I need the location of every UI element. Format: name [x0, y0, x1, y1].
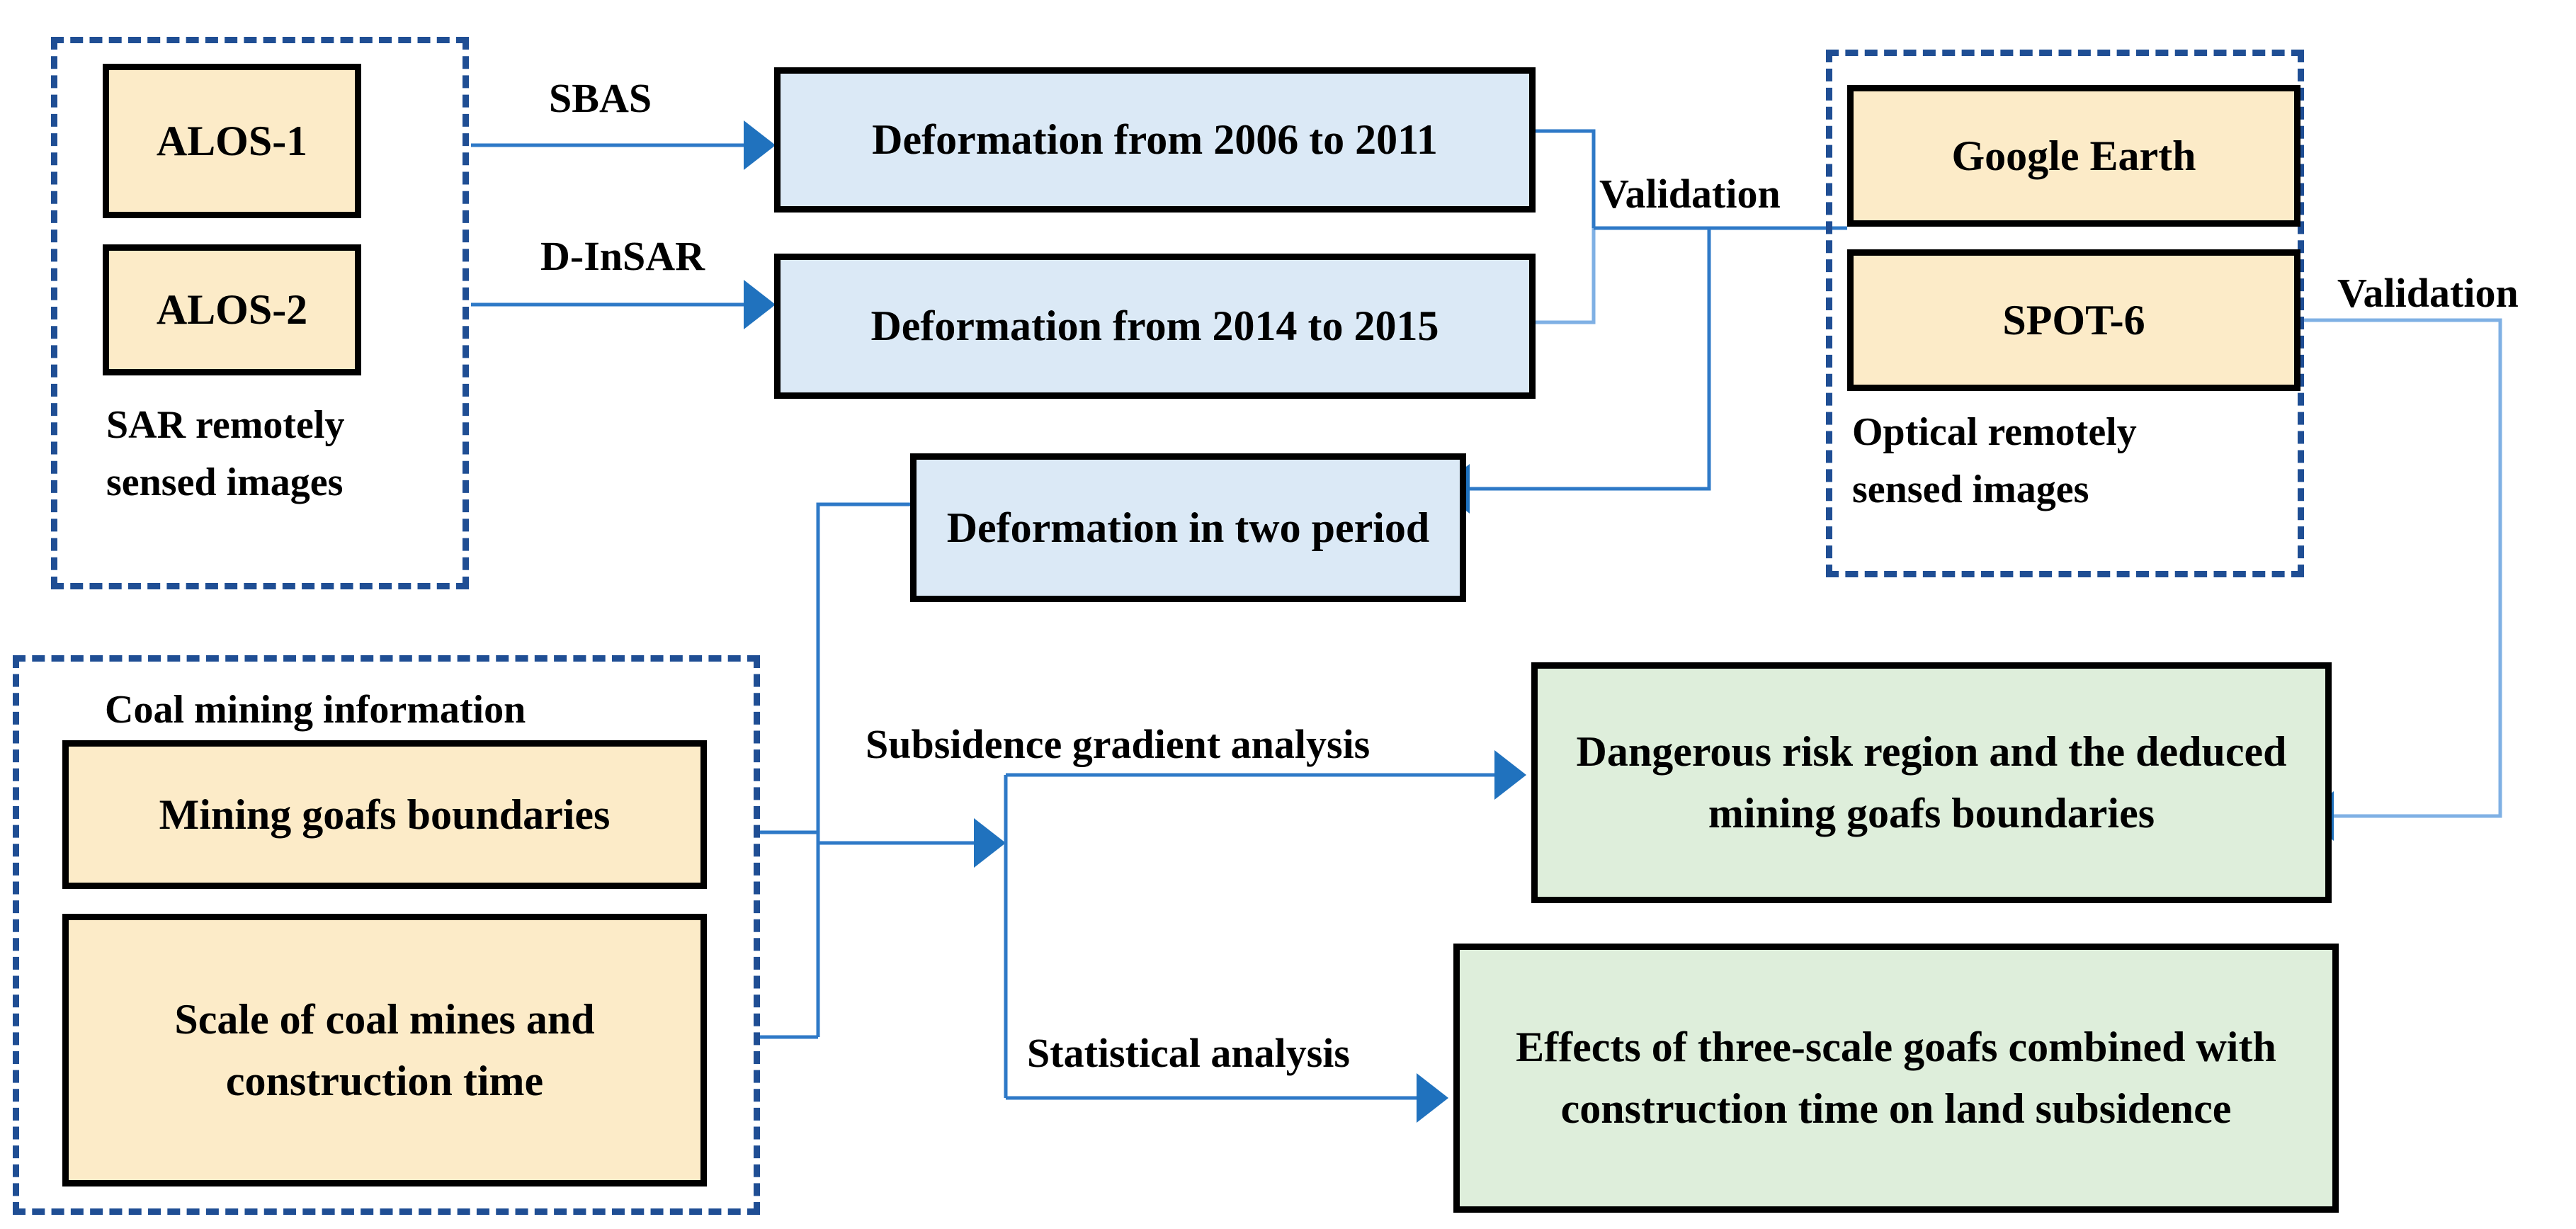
node-deformation-2006-2011[interactable]: Deformation from 2006 to 2011 [774, 67, 1536, 213]
node-alos1[interactable]: ALOS-1 [103, 64, 361, 218]
group-label-sar: SAR remotely sensed images [106, 403, 345, 505]
node-spot6[interactable]: SPOT-6 [1847, 249, 2300, 391]
edge-def2006-to-validation-bus [1536, 129, 1596, 228]
node-deformation-two-period[interactable]: Deformation in two period [910, 453, 1466, 602]
node-deformation-2014-2015[interactable]: Deformation from 2014 to 2015 [774, 254, 1536, 399]
edge-label-validation-right: Validation [2337, 270, 2519, 316]
edge-alos1-to-def2006 [471, 120, 776, 170]
node-dangerous-risk-region[interactable]: Dangerous risk region and the deduced mi… [1531, 662, 2332, 903]
edge-analysis-bus-junction [818, 818, 1006, 868]
edge-def2014-to-validation-bus [1536, 228, 1596, 324]
node-google-earth[interactable]: Google Earth [1847, 85, 2300, 227]
node-effects-three-scale-goafs[interactable]: Effects of three-scale goafs combined wi… [1453, 944, 2339, 1213]
edge-alos2-to-def2014 [471, 280, 776, 329]
group-coal-mining-information [13, 655, 760, 1215]
group-label-coal-mining: Coal mining information [105, 688, 526, 732]
group-label-optical: Optical remotely sensed images [1852, 410, 2137, 512]
node-scale-of-coal-mines[interactable]: Scale of coal mines and construction tim… [62, 914, 707, 1186]
edge-label-statistical-analysis: Statistical analysis [1027, 1030, 1350, 1076]
edge-label-validation-center: Validation [1599, 171, 1781, 217]
edge-label-subsidence-gradient-analysis: Subsidence gradient analysis [866, 721, 1371, 767]
group-sar-remote-sensing [51, 37, 469, 589]
node-mining-goafs-boundaries[interactable]: Mining goafs boundaries [62, 740, 707, 889]
node-alos2[interactable]: ALOS-2 [103, 244, 361, 375]
edge-label-sbas: SBAS [549, 75, 652, 121]
edge-label-dinsar: D-InSAR [540, 233, 705, 279]
edge-junction-to-effects [1006, 1073, 1448, 1123]
group-optical-remote-sensing [1826, 50, 2304, 577]
edge-two-period-to-analysis-bus [816, 502, 910, 1037]
